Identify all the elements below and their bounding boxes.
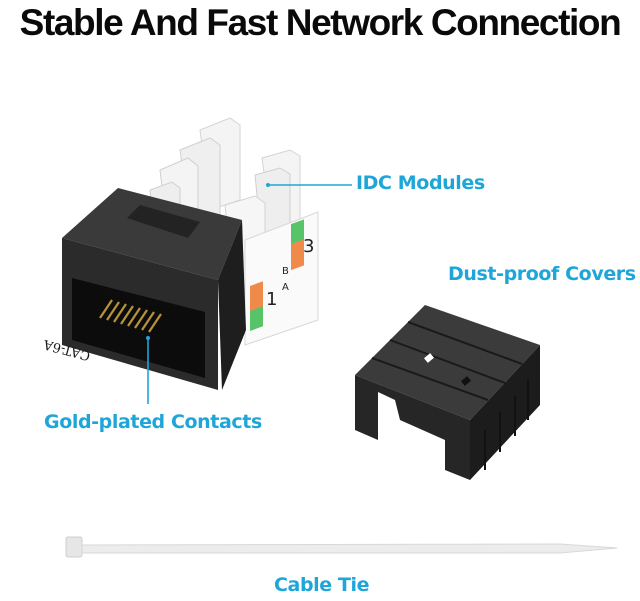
code-3: 3 <box>303 236 314 257</box>
gold-contacts <box>99 299 162 333</box>
code-1: 1 <box>266 289 277 310</box>
code-b: B <box>282 266 289 277</box>
cable-tie-label: Cable Tie <box>274 574 370 596</box>
idc-modules-label: IDC Modules <box>356 172 485 194</box>
idc-callout-dot <box>266 183 270 187</box>
keystone-jack: 1 B A 3 CAT-6A <box>42 117 319 390</box>
gold-plated-contacts-label: Gold-plated Contacts <box>44 411 262 433</box>
cable-tie <box>65 536 618 558</box>
jack-latch <box>127 205 200 238</box>
dust-proof-cover <box>355 305 540 480</box>
jack-top-face <box>62 188 242 280</box>
contacts-callout-dot <box>146 336 150 340</box>
dust-proof-covers-label: Dust-proof Covers <box>448 263 636 285</box>
code-a: A <box>282 282 289 293</box>
page-title: Stable And Fast Network Connection <box>19 2 622 43</box>
rj45-port <box>72 278 205 378</box>
jack-side-face <box>218 220 246 390</box>
